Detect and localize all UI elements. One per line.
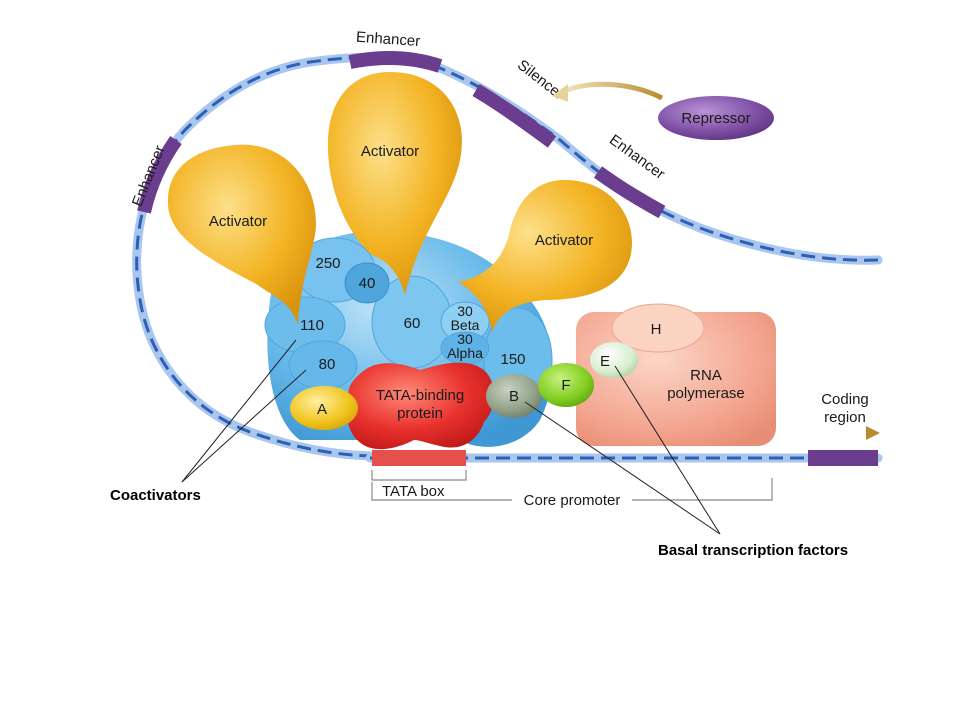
activator-right-label: Activator xyxy=(535,232,593,249)
coactivator-callout-lines xyxy=(181,339,307,483)
factor-f-label: F xyxy=(561,377,570,394)
factor-f xyxy=(538,363,594,407)
tata-box-label: TATA box xyxy=(382,483,445,500)
tata-binding-protein xyxy=(347,362,495,450)
repressor-arrow-head xyxy=(552,84,568,102)
coding-region-arrow-head xyxy=(866,426,880,440)
factor-b-label: B xyxy=(509,388,519,405)
coactivator-30-alpha-name: Alpha xyxy=(447,345,483,361)
basal-factors-callout: Basal transcription factors xyxy=(658,542,848,559)
coactivator-110-label: 110 xyxy=(300,317,324,334)
tata-box-bracket xyxy=(371,470,467,481)
factor-e xyxy=(590,342,638,378)
enhancer-right-segment xyxy=(593,166,666,219)
coactivator-80-label: 80 xyxy=(319,356,336,373)
factor-a xyxy=(290,386,358,430)
coding-region-segment xyxy=(808,450,878,466)
coactivator-30-alpha-number: 30 xyxy=(457,331,473,347)
factor-h-label: H xyxy=(651,321,662,338)
factor-h xyxy=(611,303,705,353)
repressor-arrow xyxy=(561,81,664,101)
enhancer-right-label: Enhancer xyxy=(606,131,668,183)
basal-callout-lines xyxy=(524,365,721,535)
repressor xyxy=(658,96,774,140)
coactivator-40 xyxy=(344,262,390,304)
tbp-label-line1: TATA-binding xyxy=(376,387,464,404)
factor-b xyxy=(486,374,542,418)
factor-a-label: A xyxy=(317,401,327,418)
rna-polymerase-line2: polymerase xyxy=(667,385,745,402)
factor-e-label: E xyxy=(600,353,610,370)
enhancer-top-label: Enhancer xyxy=(356,29,421,50)
coactivator-30-beta-number: 30 xyxy=(457,303,473,319)
activator-right xyxy=(458,180,633,332)
rna-polymerase-line1: RNA xyxy=(690,367,722,384)
activator-left xyxy=(167,144,316,325)
coding-region-label-line1: Coding xyxy=(821,391,869,408)
activator-center xyxy=(327,72,462,295)
activator-center-label: Activator xyxy=(361,143,419,160)
dna-loop-strand xyxy=(135,55,879,458)
silencer-segment xyxy=(472,83,557,148)
enhancer-top-segment xyxy=(348,50,443,73)
coding-region-label-line2: region xyxy=(824,409,866,426)
coactivator-30-beta-name: Beta xyxy=(451,317,480,333)
tata-box-segment xyxy=(372,450,466,466)
coactivator-150-label: 150 xyxy=(500,351,525,368)
coactivator-40-label: 40 xyxy=(359,275,376,292)
core-promoter-bracket xyxy=(371,478,773,501)
repressor-label: Repressor xyxy=(681,110,750,127)
tbp-label-line2: protein xyxy=(397,405,443,422)
enhancer-left-segment xyxy=(137,135,182,214)
core-promoter-label: Core promoter xyxy=(524,492,621,509)
activator-left-label: Activator xyxy=(209,213,267,230)
coactivator-60-label: 60 xyxy=(404,315,421,332)
coactivators-callout: Coactivators xyxy=(110,487,201,504)
coactivator-250-label: 250 xyxy=(315,255,340,272)
